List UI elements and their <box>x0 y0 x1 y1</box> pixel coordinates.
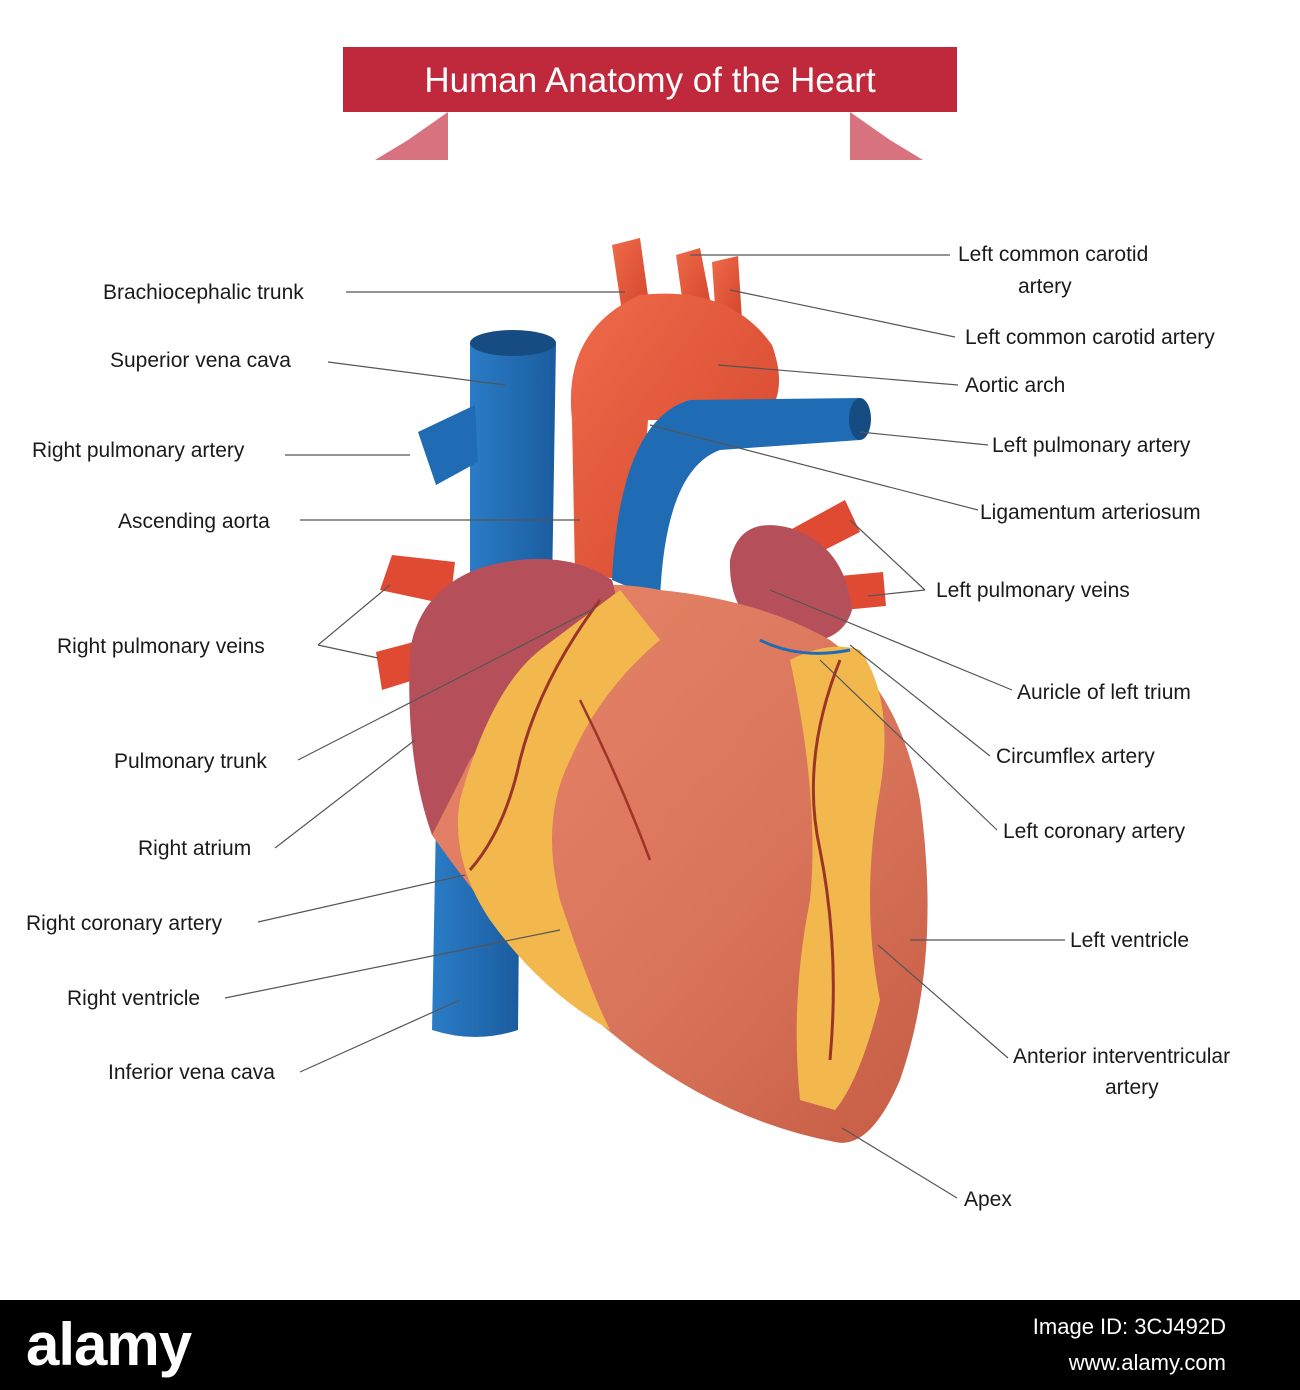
leader-aortic-arch <box>717 364 959 386</box>
label-anterior-interventricular-line1: Anterior interventricular <box>1013 1045 1230 1068</box>
label-pulmonary-trunk: Pulmonary trunk <box>114 750 267 773</box>
image-id: Image ID: 3CJ492D <box>1032 1314 1226 1339</box>
label-anterior-interventricular-line2: artery <box>1105 1076 1159 1099</box>
label-left-coronary-artery: Left coronary artery <box>1003 820 1186 843</box>
title-banner: Human Anatomy of the Heart <box>343 47 957 160</box>
leader-circumflex-artery <box>849 644 991 757</box>
leader-left-pulmonary-veins-a <box>849 519 926 591</box>
coronary-branch-vessel <box>578 699 652 861</box>
label-right-ventricle: Right ventricle <box>67 987 200 1010</box>
leader-right-pulmonary-veins-b <box>317 644 379 659</box>
leader-lines <box>224 254 1065 1199</box>
label-superior-vena-cava: Superior vena cava <box>110 349 291 372</box>
leader-auricle-left-atrium <box>769 589 1013 691</box>
label-aortic-arch: Aortic arch <box>965 374 1065 397</box>
label-left-common-carotid-line1: Left common carotid <box>958 243 1148 266</box>
anterior-interventricular-vessel <box>811 659 842 1061</box>
pulmonary-trunk-shape <box>612 398 860 600</box>
label-ligamentum-arteriosum: Ligamentum arteriosum <box>980 501 1201 524</box>
leader-left-pulmonary-artery <box>859 431 989 446</box>
leader-superior-vena-cava <box>327 361 506 386</box>
leader-left-common-carotid-artery <box>729 289 956 338</box>
label-left-common-carotid-line2: artery <box>1018 275 1072 298</box>
label-right-pulmonary-artery: Right pulmonary artery <box>32 439 245 462</box>
leader-apex <box>841 1127 958 1199</box>
leader-right-atrium <box>274 739 416 849</box>
watermark-footer: alamy Image ID: 3CJ492D www.alamy.com <box>0 1300 1300 1390</box>
label-apex: Apex <box>964 1188 1012 1211</box>
right-pulmonary-vein-upper <box>380 555 455 605</box>
leader-left-pulmonary-veins-b <box>867 589 926 597</box>
left-labels: Brachiocephalic trunk Superior vena cava… <box>26 281 304 1084</box>
brachiocephalic-trunk-shape <box>612 238 650 312</box>
right-coronary-vessel <box>468 599 602 871</box>
banner-ribbon <box>343 47 957 112</box>
left-pulmonary-artery-opening <box>849 398 871 440</box>
alamy-logo: alamy <box>26 1311 192 1378</box>
label-right-pulmonary-veins: Right pulmonary veins <box>57 635 265 658</box>
label-auricle-left-atrium: Auricle of left trium <box>1017 681 1191 704</box>
superior-vena-cava-opening <box>470 330 556 356</box>
circumflex-vessel <box>759 638 851 655</box>
label-circumflex-artery: Circumflex artery <box>996 745 1155 768</box>
page-title: Human Anatomy of the Heart <box>424 61 876 100</box>
leader-right-coronary-artery <box>257 874 466 923</box>
right-labels: Left common carotid artery Left common c… <box>936 243 1230 1211</box>
heart-diagram: Human Anatomy of the Heart <box>26 47 1230 1211</box>
label-left-common-carotid-artery: Left common carotid artery <box>965 326 1215 349</box>
leader-ligamentum-arteriosum <box>649 424 979 511</box>
label-inferior-vena-cava: Inferior vena cava <box>108 1061 275 1084</box>
leader-left-coronary-artery <box>819 659 998 831</box>
leader-anterior-interventricular <box>877 944 1009 1059</box>
heart-illustration <box>376 238 928 1143</box>
label-left-pulmonary-artery: Left pulmonary artery <box>992 434 1191 457</box>
label-left-pulmonary-veins: Left pulmonary veins <box>936 579 1130 602</box>
leader-right-ventricle <box>224 929 561 999</box>
banner-tail-right <box>850 112 923 160</box>
label-right-coronary-artery: Right coronary artery <box>26 912 223 935</box>
label-right-atrium: Right atrium <box>138 837 251 860</box>
leader-right-pulmonary-veins-a <box>317 584 391 646</box>
leader-pulmonary-trunk <box>297 607 596 761</box>
banner-tail-left <box>375 112 448 160</box>
coronary-fat-left <box>458 590 660 1030</box>
superior-vena-cava-shape <box>470 342 556 590</box>
label-ascending-aorta: Ascending aorta <box>118 510 270 533</box>
site-url: www.alamy.com <box>1068 1350 1226 1375</box>
leader-inferior-vena-cava <box>299 999 461 1073</box>
label-left-ventricle: Left ventricle <box>1070 929 1189 952</box>
label-brachiocephalic-trunk: Brachiocephalic trunk <box>103 281 304 304</box>
right-pulmonary-artery-shape <box>418 405 478 485</box>
